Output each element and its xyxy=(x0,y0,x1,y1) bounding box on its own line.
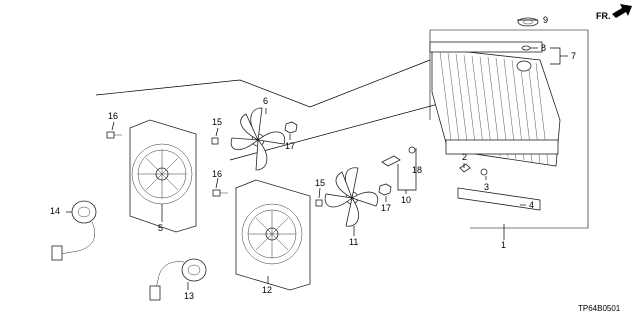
sensor-o-ring xyxy=(408,146,416,154)
radiator-cap xyxy=(517,17,539,27)
callout-3: 3 xyxy=(484,182,490,192)
diagram-code: TP64B0501 xyxy=(578,304,621,313)
callout-6: 6 xyxy=(263,96,269,106)
callout-9: 9 xyxy=(543,15,549,25)
callout-13: 13 xyxy=(184,291,195,301)
callout-16-upper: 16 xyxy=(108,111,119,121)
cooling-fan-lower xyxy=(324,167,378,227)
callout-12: 12 xyxy=(262,285,273,295)
callout-16-lower: 16 xyxy=(212,169,223,179)
o-ring xyxy=(521,45,531,51)
bolt-15-lower xyxy=(315,199,323,207)
bolt-16-upper xyxy=(106,131,122,139)
fan-shroud-upper xyxy=(129,119,197,233)
callout-14: 14 xyxy=(50,206,61,216)
callout-11: 11 xyxy=(349,237,359,247)
callout-7: 7 xyxy=(571,51,577,61)
callout-17-lower: 17 xyxy=(381,203,392,213)
cushion-strip xyxy=(457,187,541,211)
callout-10: 10 xyxy=(401,195,412,205)
front-direction-label: FR. xyxy=(596,11,611,21)
fan-shroud-lower xyxy=(235,179,311,291)
bolt-15-upper xyxy=(211,137,219,145)
fan-motor-lower xyxy=(149,258,207,301)
fan-motor-upper xyxy=(51,200,97,261)
callout-2: 2 xyxy=(462,152,468,162)
callout-8: 8 xyxy=(541,43,547,53)
nut-17-lower xyxy=(378,183,392,196)
front-direction-arrow xyxy=(612,4,632,18)
callout-15-lower: 15 xyxy=(315,178,326,188)
bolt-16-lower xyxy=(212,189,228,197)
callout-18: 18 xyxy=(412,165,423,175)
nut-17-upper xyxy=(284,121,298,134)
callout-15-upper: 15 xyxy=(212,117,223,127)
callout-17-upper: 17 xyxy=(285,141,296,151)
o-ring-small xyxy=(480,168,488,176)
radiator xyxy=(429,41,561,167)
assembly-guide-line-1 xyxy=(95,59,431,108)
leader-lines xyxy=(66,19,568,290)
cooling-fan-upper xyxy=(230,107,286,171)
drain-cock xyxy=(459,163,471,173)
callout-5: 5 xyxy=(158,223,164,233)
drain-plug xyxy=(516,60,532,72)
temperature-sensor xyxy=(381,155,401,167)
callout-4: 4 xyxy=(529,200,535,210)
radiator-group-frame xyxy=(430,29,589,229)
callout-1: 1 xyxy=(501,240,507,250)
